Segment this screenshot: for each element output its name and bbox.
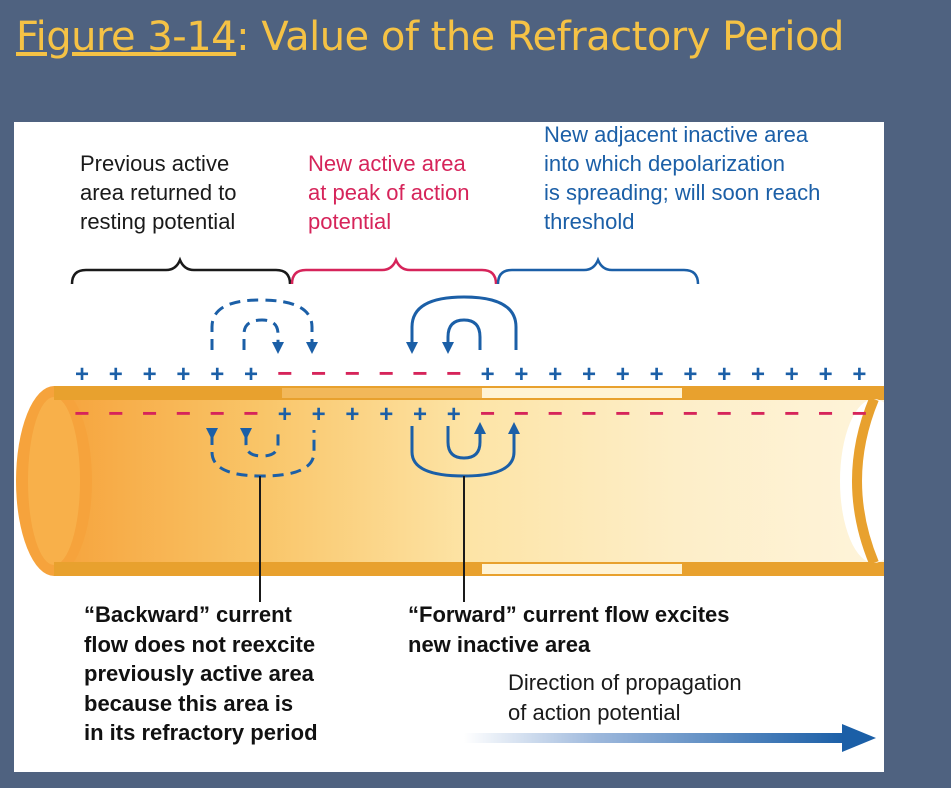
- label-forward-current: “Forward” current flow excites new inact…: [408, 602, 730, 657]
- positive-charge: +: [616, 361, 630, 388]
- label-direction: Direction of propagation of action poten…: [508, 670, 742, 725]
- negative-charge: −: [784, 398, 799, 428]
- negative-charge: −: [717, 398, 732, 428]
- positive-charge: +: [717, 361, 731, 388]
- negative-charge: −: [142, 398, 157, 428]
- negative-charge: −: [412, 358, 427, 388]
- outer-charge-row: ++++++−−−−−−++++++++++++: [75, 358, 866, 388]
- negative-charge: −: [243, 398, 258, 428]
- positive-charge: +: [447, 401, 461, 428]
- label-backward-current: “Backward” current flow does not reexcit…: [84, 602, 318, 745]
- negative-charge: −: [683, 398, 698, 428]
- positive-charge: +: [683, 361, 697, 388]
- negative-charge: −: [514, 398, 529, 428]
- positive-charge: +: [278, 401, 292, 428]
- label-new-active: New active area at peak of action potent…: [308, 151, 470, 234]
- positive-charge: +: [548, 361, 562, 388]
- negative-charge: −: [548, 398, 563, 428]
- figure-panel: ++++++−−−−−−++++++++++++ −−−−−−++++++−−−…: [14, 122, 884, 772]
- negative-charge: −: [480, 398, 495, 428]
- positive-charge: +: [379, 401, 393, 428]
- positive-charge: +: [210, 361, 224, 388]
- positive-charge: +: [481, 361, 495, 388]
- positive-charge: +: [582, 361, 596, 388]
- axon-diagram: ++++++−−−−−−++++++++++++ −−−−−−++++++−−−…: [16, 256, 884, 752]
- slide-title: Figure 3-14: Value of the Refractory Per…: [16, 14, 844, 60]
- positive-charge: +: [751, 361, 765, 388]
- positive-charge: +: [244, 361, 258, 388]
- positive-charge: +: [312, 401, 326, 428]
- negative-charge: −: [311, 358, 326, 388]
- inner-charge-row: −−−−−−++++++−−−−−−−−−−−−: [74, 398, 867, 428]
- positive-charge: +: [785, 361, 799, 388]
- brace-new-adjacent: [496, 256, 700, 285]
- negative-charge: −: [108, 398, 123, 428]
- negative-charge: −: [581, 398, 596, 428]
- propagation-arrow: [464, 724, 876, 752]
- negative-charge: −: [277, 358, 292, 388]
- positive-charge: +: [143, 361, 157, 388]
- positive-charge: +: [852, 361, 866, 388]
- title-text: : Value of the Refractory Period: [236, 14, 844, 60]
- label-previous-active: Previous active area returned to resting…: [80, 151, 237, 234]
- negative-charge: −: [176, 398, 191, 428]
- positive-charge: +: [650, 361, 664, 388]
- positive-charge: +: [75, 361, 89, 388]
- negative-charge: −: [379, 358, 394, 388]
- negative-charge: −: [750, 398, 765, 428]
- negative-charge: −: [615, 398, 630, 428]
- positive-charge: +: [109, 361, 123, 388]
- negative-charge: −: [210, 398, 225, 428]
- negative-charge: −: [818, 398, 833, 428]
- negative-charge: −: [649, 398, 664, 428]
- axon: [16, 386, 884, 576]
- brace-new-active: [290, 256, 498, 285]
- negative-charge: −: [345, 358, 360, 388]
- backward-current-loops: [206, 298, 318, 478]
- brace-previous-active: [70, 256, 292, 285]
- positive-charge: +: [345, 401, 359, 428]
- positive-charge: +: [514, 361, 528, 388]
- negative-charge: −: [74, 398, 89, 428]
- positive-charge: +: [413, 401, 427, 428]
- positive-charge: +: [176, 361, 190, 388]
- label-new-adjacent: New adjacent inactive area into which de…: [544, 122, 821, 234]
- negative-charge: −: [852, 398, 867, 428]
- positive-charge: +: [819, 361, 833, 388]
- negative-charge: −: [446, 358, 461, 388]
- figure-link[interactable]: Figure 3-14: [16, 14, 237, 60]
